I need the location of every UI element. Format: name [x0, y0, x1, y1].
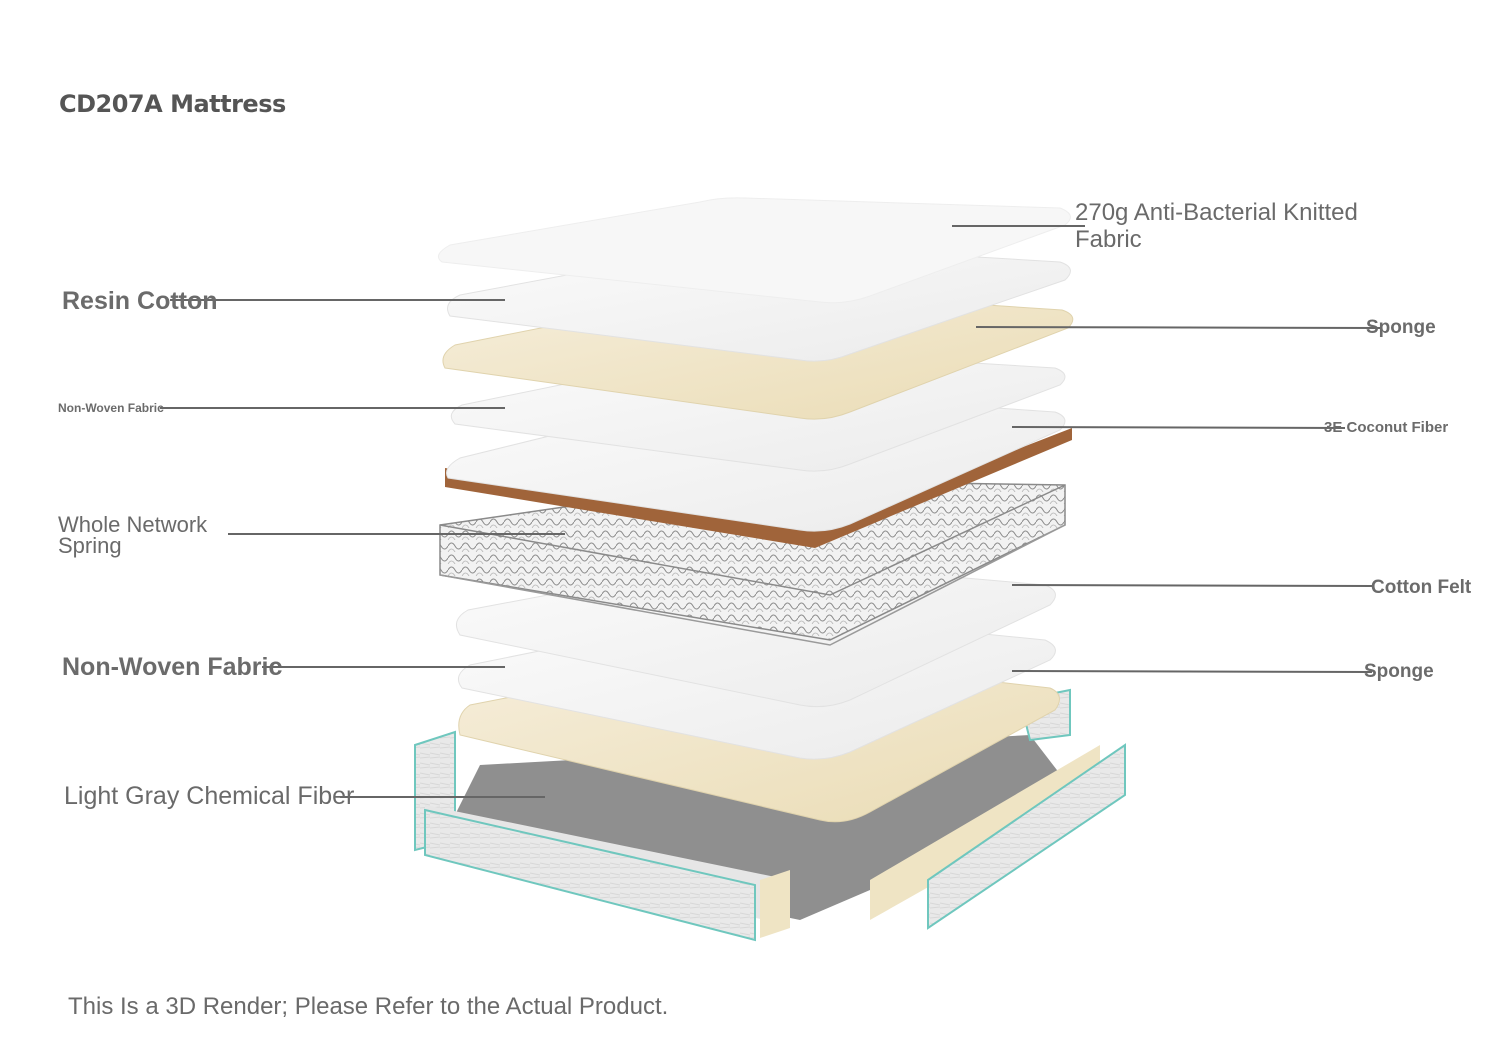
label-sponge-upper: Sponge: [1366, 317, 1436, 338]
leader-sponge-lower: [1011, 670, 1373, 673]
leader-coconut-fiber: [1011, 426, 1346, 429]
label-chemical-fiber: Light Gray Chemical Fiber: [64, 782, 355, 810]
render-disclaimer: This Is a 3D Render; Please Refer to the…: [68, 993, 669, 1020]
label-cotton-felt: Cotton Felt: [1371, 577, 1472, 598]
leader-lines: [160, 225, 1381, 798]
label-top-fabric: 270g Anti-Bacterial Knitted Fabric: [1075, 199, 1358, 253]
label-non-woven-lower: Non-Woven Fabric: [62, 653, 283, 681]
leader-cotton-felt: [1011, 584, 1373, 587]
diagram-title: CD207A Mattress: [59, 90, 286, 118]
label-non-woven-upper: Non-Woven Fabric: [58, 401, 164, 415]
leader-sponge-upper: [975, 326, 1381, 329]
label-coconut-fiber: 3E Coconut Fiber: [1324, 419, 1449, 436]
label-spring: Whole Network Spring: [58, 512, 208, 558]
label-resin-cotton: Resin Cotton: [62, 287, 218, 315]
label-sponge-lower: Sponge: [1364, 661, 1434, 682]
